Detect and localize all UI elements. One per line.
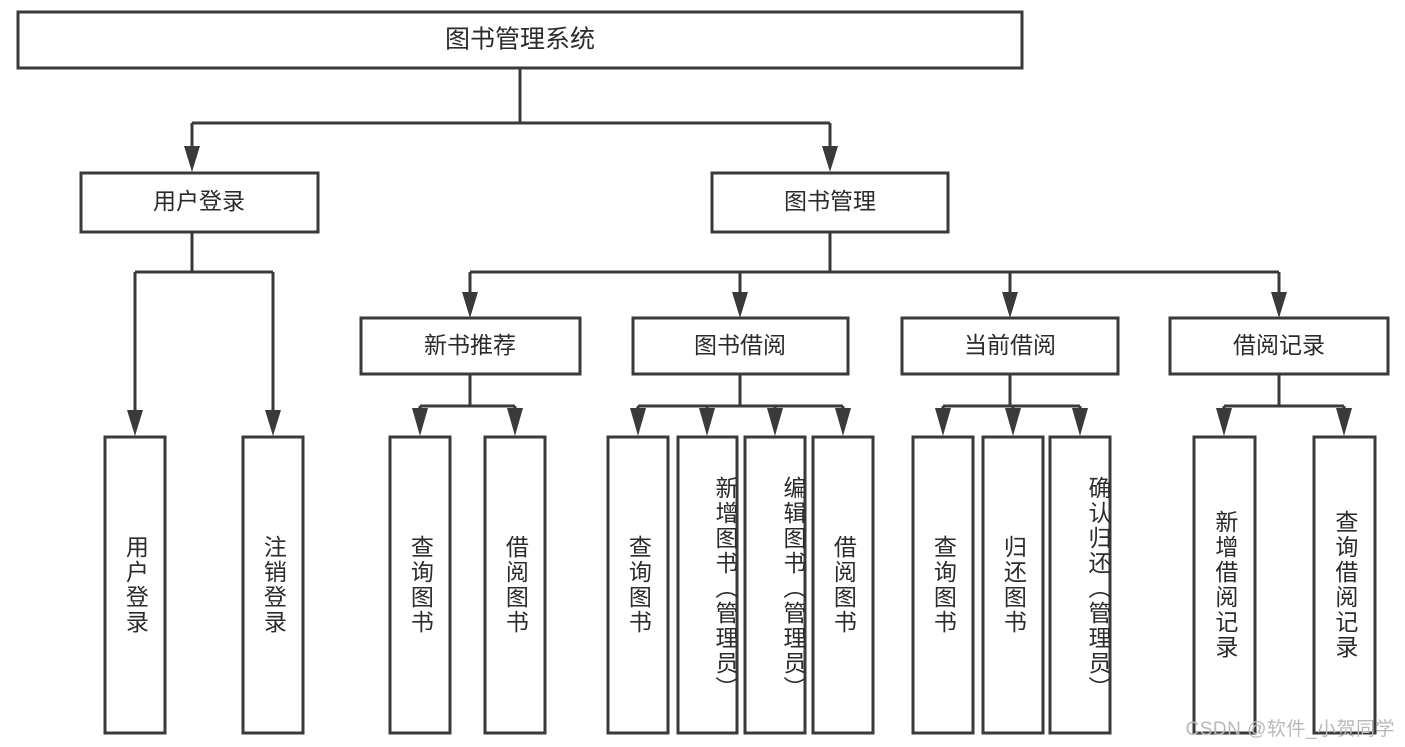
- node-book-manage-label: 图书管理: [784, 188, 876, 214]
- node-book-borrow-box[interactable]: [631, 316, 850, 376]
- leaf-box-leaf-confirm-return[interactable]: [1048, 435, 1112, 735]
- leaf-box-leaf-logout[interactable]: [241, 435, 305, 735]
- node-new-book-rec-box[interactable]: [359, 316, 582, 376]
- node-current-borrow-label: 当前借阅: [964, 332, 1056, 358]
- node-book-manage-box[interactable]: [710, 171, 950, 234]
- arrowhead-current-borrow: [1002, 292, 1018, 318]
- leaf-box-group: [103, 435, 1377, 735]
- node-root-label: 图书管理系统: [445, 26, 595, 54]
- node-borrow-record-box[interactable]: [1168, 316, 1390, 376]
- node-user-login-label: 用户登录: [153, 188, 245, 214]
- arrowhead-leaf-query-book-2: [630, 408, 646, 436]
- node-borrow-record-label: 借阅记录: [1233, 332, 1325, 358]
- node-book-borrow[interactable]: 图书借阅: [631, 316, 850, 376]
- connector-group: [127, 68, 1352, 436]
- arrowhead-leaf-edit-book: [767, 408, 783, 436]
- arrowhead-leaf-query-book-1: [412, 408, 428, 436]
- leaf-box-leaf-edit-book[interactable]: [743, 435, 807, 735]
- leaf-box-leaf-borrow-book-1[interactable]: [483, 435, 547, 735]
- node-root[interactable]: 图书管理系统: [16, 10, 1024, 70]
- watermark-text: CSDN @软件_小贺同学: [1185, 719, 1395, 740]
- arrowhead-leaf-return-book: [1005, 408, 1021, 436]
- arrowhead-leaf-logout: [265, 410, 281, 436]
- leaf-box-leaf-query-book-2[interactable]: [606, 435, 670, 735]
- arrowhead-leaf-query-book-3: [935, 408, 951, 436]
- arrowhead-leaf-borrow-book-1: [507, 408, 523, 436]
- node-current-borrow-box[interactable]: [900, 316, 1120, 376]
- arrowhead-leaf-add-book: [699, 408, 715, 436]
- arrowhead-leaf-query-record: [1336, 408, 1352, 436]
- node-new-book-rec-label: 新书推荐: [424, 332, 516, 358]
- node-borrow-record[interactable]: 借阅记录: [1168, 316, 1390, 376]
- leaf-box-leaf-add-record[interactable]: [1192, 435, 1257, 735]
- node-user-login[interactable]: 用户登录: [79, 171, 320, 234]
- arrowhead-leaf-user-login: [127, 410, 143, 436]
- leaf-box-leaf-borrow-book-2[interactable]: [811, 435, 875, 735]
- node-book-borrow-label: 图书借阅: [694, 332, 786, 358]
- leaf-box-leaf-query-record[interactable]: [1312, 435, 1377, 735]
- node-user-login-box[interactable]: [79, 171, 320, 234]
- arrowhead-leaf-borrow-book-2: [835, 408, 851, 436]
- node-root-box[interactable]: [16, 10, 1024, 70]
- arrowhead-book-manage: [822, 146, 838, 172]
- arrowhead-leaf-add-record: [1216, 408, 1232, 436]
- arrowhead-new-book-rec: [462, 292, 478, 318]
- arrowhead-user-login: [184, 146, 200, 172]
- leaf-box-leaf-query-book-3[interactable]: [911, 435, 975, 735]
- arrowhead-borrow-record: [1271, 292, 1287, 318]
- node-current-borrow[interactable]: 当前借阅: [900, 316, 1120, 376]
- leaf-box-leaf-user-login[interactable]: [103, 435, 167, 735]
- leaf-box-leaf-query-book-1[interactable]: [388, 435, 452, 735]
- arrowhead-book-borrow: [732, 292, 748, 318]
- leaf-box-leaf-add-book[interactable]: [676, 435, 739, 735]
- leaf-box-leaf-return-book[interactable]: [981, 435, 1045, 735]
- arrowhead-leaf-confirm-return: [1072, 408, 1088, 436]
- node-book-manage[interactable]: 图书管理: [710, 171, 950, 234]
- node-new-book-rec[interactable]: 新书推荐: [359, 316, 582, 376]
